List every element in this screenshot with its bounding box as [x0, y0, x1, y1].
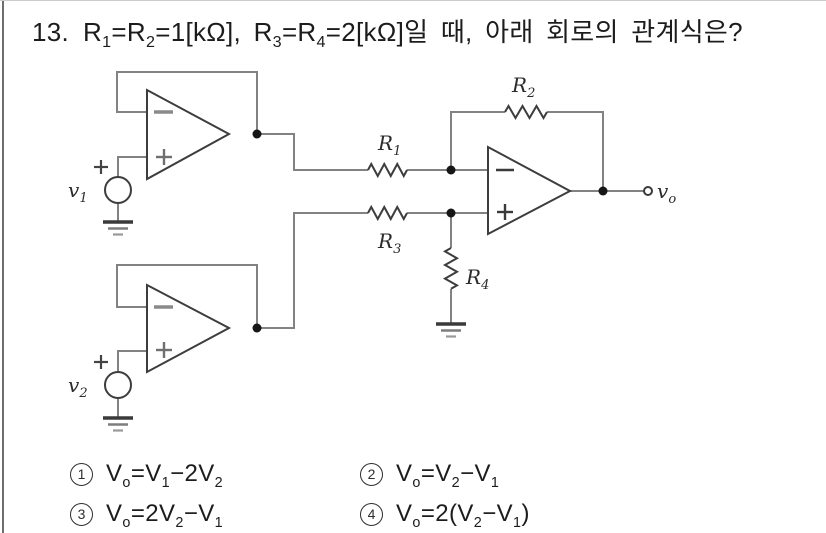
opamp1-feedback-wire	[116, 71, 258, 134]
opamp1-output-wire	[257, 133, 368, 171]
option-4-number: 4	[360, 502, 383, 526]
junction-opamp2-out	[252, 323, 262, 333]
page-left-border	[2, 0, 4, 533]
opamp3-plus-icon	[497, 204, 513, 220]
option-4-formula: Vo=2(V2−V1)	[396, 500, 530, 531]
r2-left-wire	[450, 111, 505, 170]
r2-right-wire	[547, 111, 604, 191]
output-terminal-icon	[643, 186, 653, 196]
junction-minus-node	[446, 165, 456, 175]
junction-output-node	[598, 186, 608, 196]
page-top-border	[0, 0, 826, 1]
junction-opamp1-out	[252, 129, 262, 139]
opamp-difference	[487, 145, 573, 236]
label-r3: R3	[377, 229, 401, 257]
option-2-formula: Vo=V2−V1	[396, 460, 500, 491]
option-4: 4 Vo=2(V2−V1)	[360, 497, 530, 531]
v2-source-circle	[104, 371, 132, 399]
opamp2-feedback-wire	[116, 264, 258, 328]
opamp2-plus-icon	[156, 342, 172, 358]
source-v2	[94, 355, 132, 399]
option-1: 1 Vo=V1−2V2	[70, 457, 223, 491]
option-1-formula: Vo=V1−2V2	[106, 460, 224, 491]
option-2: 2 Vo=V2−V1	[360, 457, 499, 491]
option-3: 3 Vo=2V2−V1	[70, 497, 223, 531]
option-1-number: 1	[70, 462, 93, 486]
opamp-buffer-2	[146, 283, 232, 374]
label-r4: R4	[465, 265, 489, 293]
resistor-r3	[367, 204, 408, 222]
opamp1-plus-input-wire	[117, 156, 147, 177]
v2-ground-icon	[103, 416, 133, 432]
label-r2: R2	[511, 73, 535, 101]
r4-ground-icon	[436, 322, 466, 338]
v1-source-circle	[104, 176, 132, 204]
v1-ground-icon	[103, 220, 133, 236]
option-2-number: 2	[360, 462, 383, 486]
label-vo: vo	[657, 179, 676, 207]
opamp2-plus-input-wire	[117, 350, 147, 372]
resistor-r1	[367, 161, 408, 179]
circuit-diagram: R1 R2 R3 R4 v1 v2 vo	[68, 71, 676, 432]
question-title: 13.R1=R2=1[kΩ], R3=R4=2[kΩ]일 때, 아래 회로의 관…	[32, 17, 743, 52]
label-r1: R1	[377, 131, 401, 159]
option-3-number: 3	[70, 502, 93, 526]
source-v1	[94, 160, 132, 204]
question-number: 13.	[32, 17, 70, 47]
junction-plus-node	[446, 208, 456, 218]
label-v1: v1	[68, 178, 88, 206]
resistor-r4	[442, 247, 460, 290]
opamp1-plus-icon	[156, 149, 172, 165]
opamp2-output-wire	[257, 212, 368, 329]
option-3-formula: Vo=2V2−V1	[106, 500, 224, 531]
resistor-r2	[504, 104, 548, 120]
v2-polarity-plus-icon	[94, 355, 108, 369]
label-v2: v2	[68, 373, 88, 401]
opamp-buffer-1	[146, 88, 232, 181]
junction-dots	[252, 129, 608, 333]
v1-polarity-plus-icon	[94, 160, 108, 174]
